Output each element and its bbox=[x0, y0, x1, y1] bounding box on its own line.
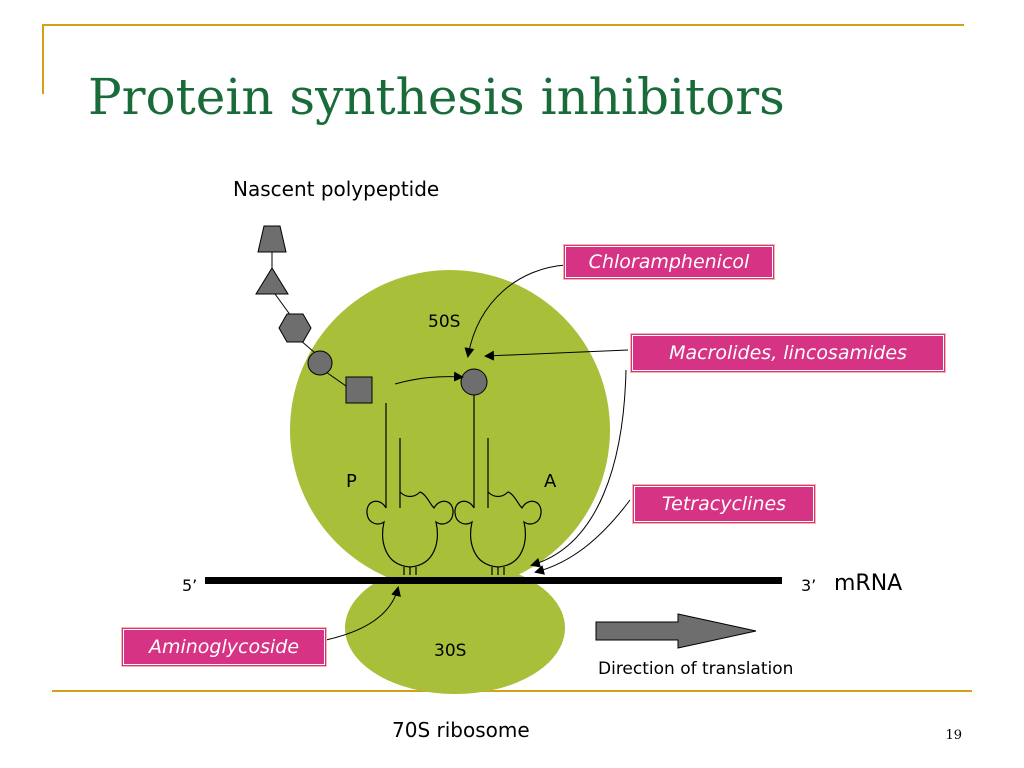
direction-label: Direction of translation bbox=[598, 659, 793, 679]
triangle-residue bbox=[255, 267, 289, 295]
frame-line-left bbox=[42, 24, 44, 94]
mrna-strand bbox=[205, 577, 782, 584]
trna-stems bbox=[385, 395, 489, 508]
aminoglycoside-box: Aminoglycoside bbox=[121, 627, 327, 667]
trapezoid-residue bbox=[257, 225, 287, 253]
tetracyclines-arrow bbox=[534, 499, 631, 575]
macrolides-box: Macrolides, lincosamides bbox=[630, 333, 946, 373]
nascent-polypeptide-chain bbox=[255, 225, 488, 404]
inhibitor-arrows bbox=[325, 264, 631, 641]
tetracyclines-box: Tetracyclines bbox=[632, 484, 816, 524]
page-number: 19 bbox=[945, 728, 962, 743]
circle-residue bbox=[307, 350, 333, 376]
trna-a-site bbox=[454, 491, 542, 575]
chloramphenicol-box: Chloramphenicol bbox=[563, 244, 775, 280]
subunit-50s-label: 50S bbox=[428, 312, 460, 332]
three-prime-label: 3’ bbox=[801, 576, 816, 595]
chloramphenicol-arrow bbox=[464, 264, 567, 358]
slide-title: Protein synthesis inhibitors bbox=[88, 68, 785, 126]
subunit-30s-label: 30S bbox=[434, 641, 466, 661]
ribosome-caption: 70S ribosome bbox=[392, 718, 530, 742]
aminoglycoside-arrow bbox=[325, 586, 401, 641]
hexagon-residue bbox=[278, 313, 312, 343]
large-subunit-50s bbox=[290, 270, 610, 590]
frame-line-top bbox=[42, 24, 964, 26]
frame-line-bottom bbox=[52, 690, 972, 692]
peptide-transfer-arrow bbox=[394, 371, 464, 385]
direction-arrow bbox=[595, 613, 757, 649]
mrna-label: mRNA bbox=[834, 571, 902, 596]
trna-p-site bbox=[366, 491, 454, 575]
nascent-polypeptide-label: Nascent polypeptide bbox=[233, 177, 439, 201]
macrolides-arrow bbox=[484, 349, 629, 361]
square-residue bbox=[345, 376, 373, 404]
p-site-label: P bbox=[346, 471, 357, 492]
five-prime-label: 5’ bbox=[182, 576, 197, 595]
macrolides-tetracycline-arrow bbox=[530, 369, 627, 568]
a-site-label: A bbox=[544, 471, 557, 492]
incoming-amino-acid bbox=[460, 368, 488, 396]
